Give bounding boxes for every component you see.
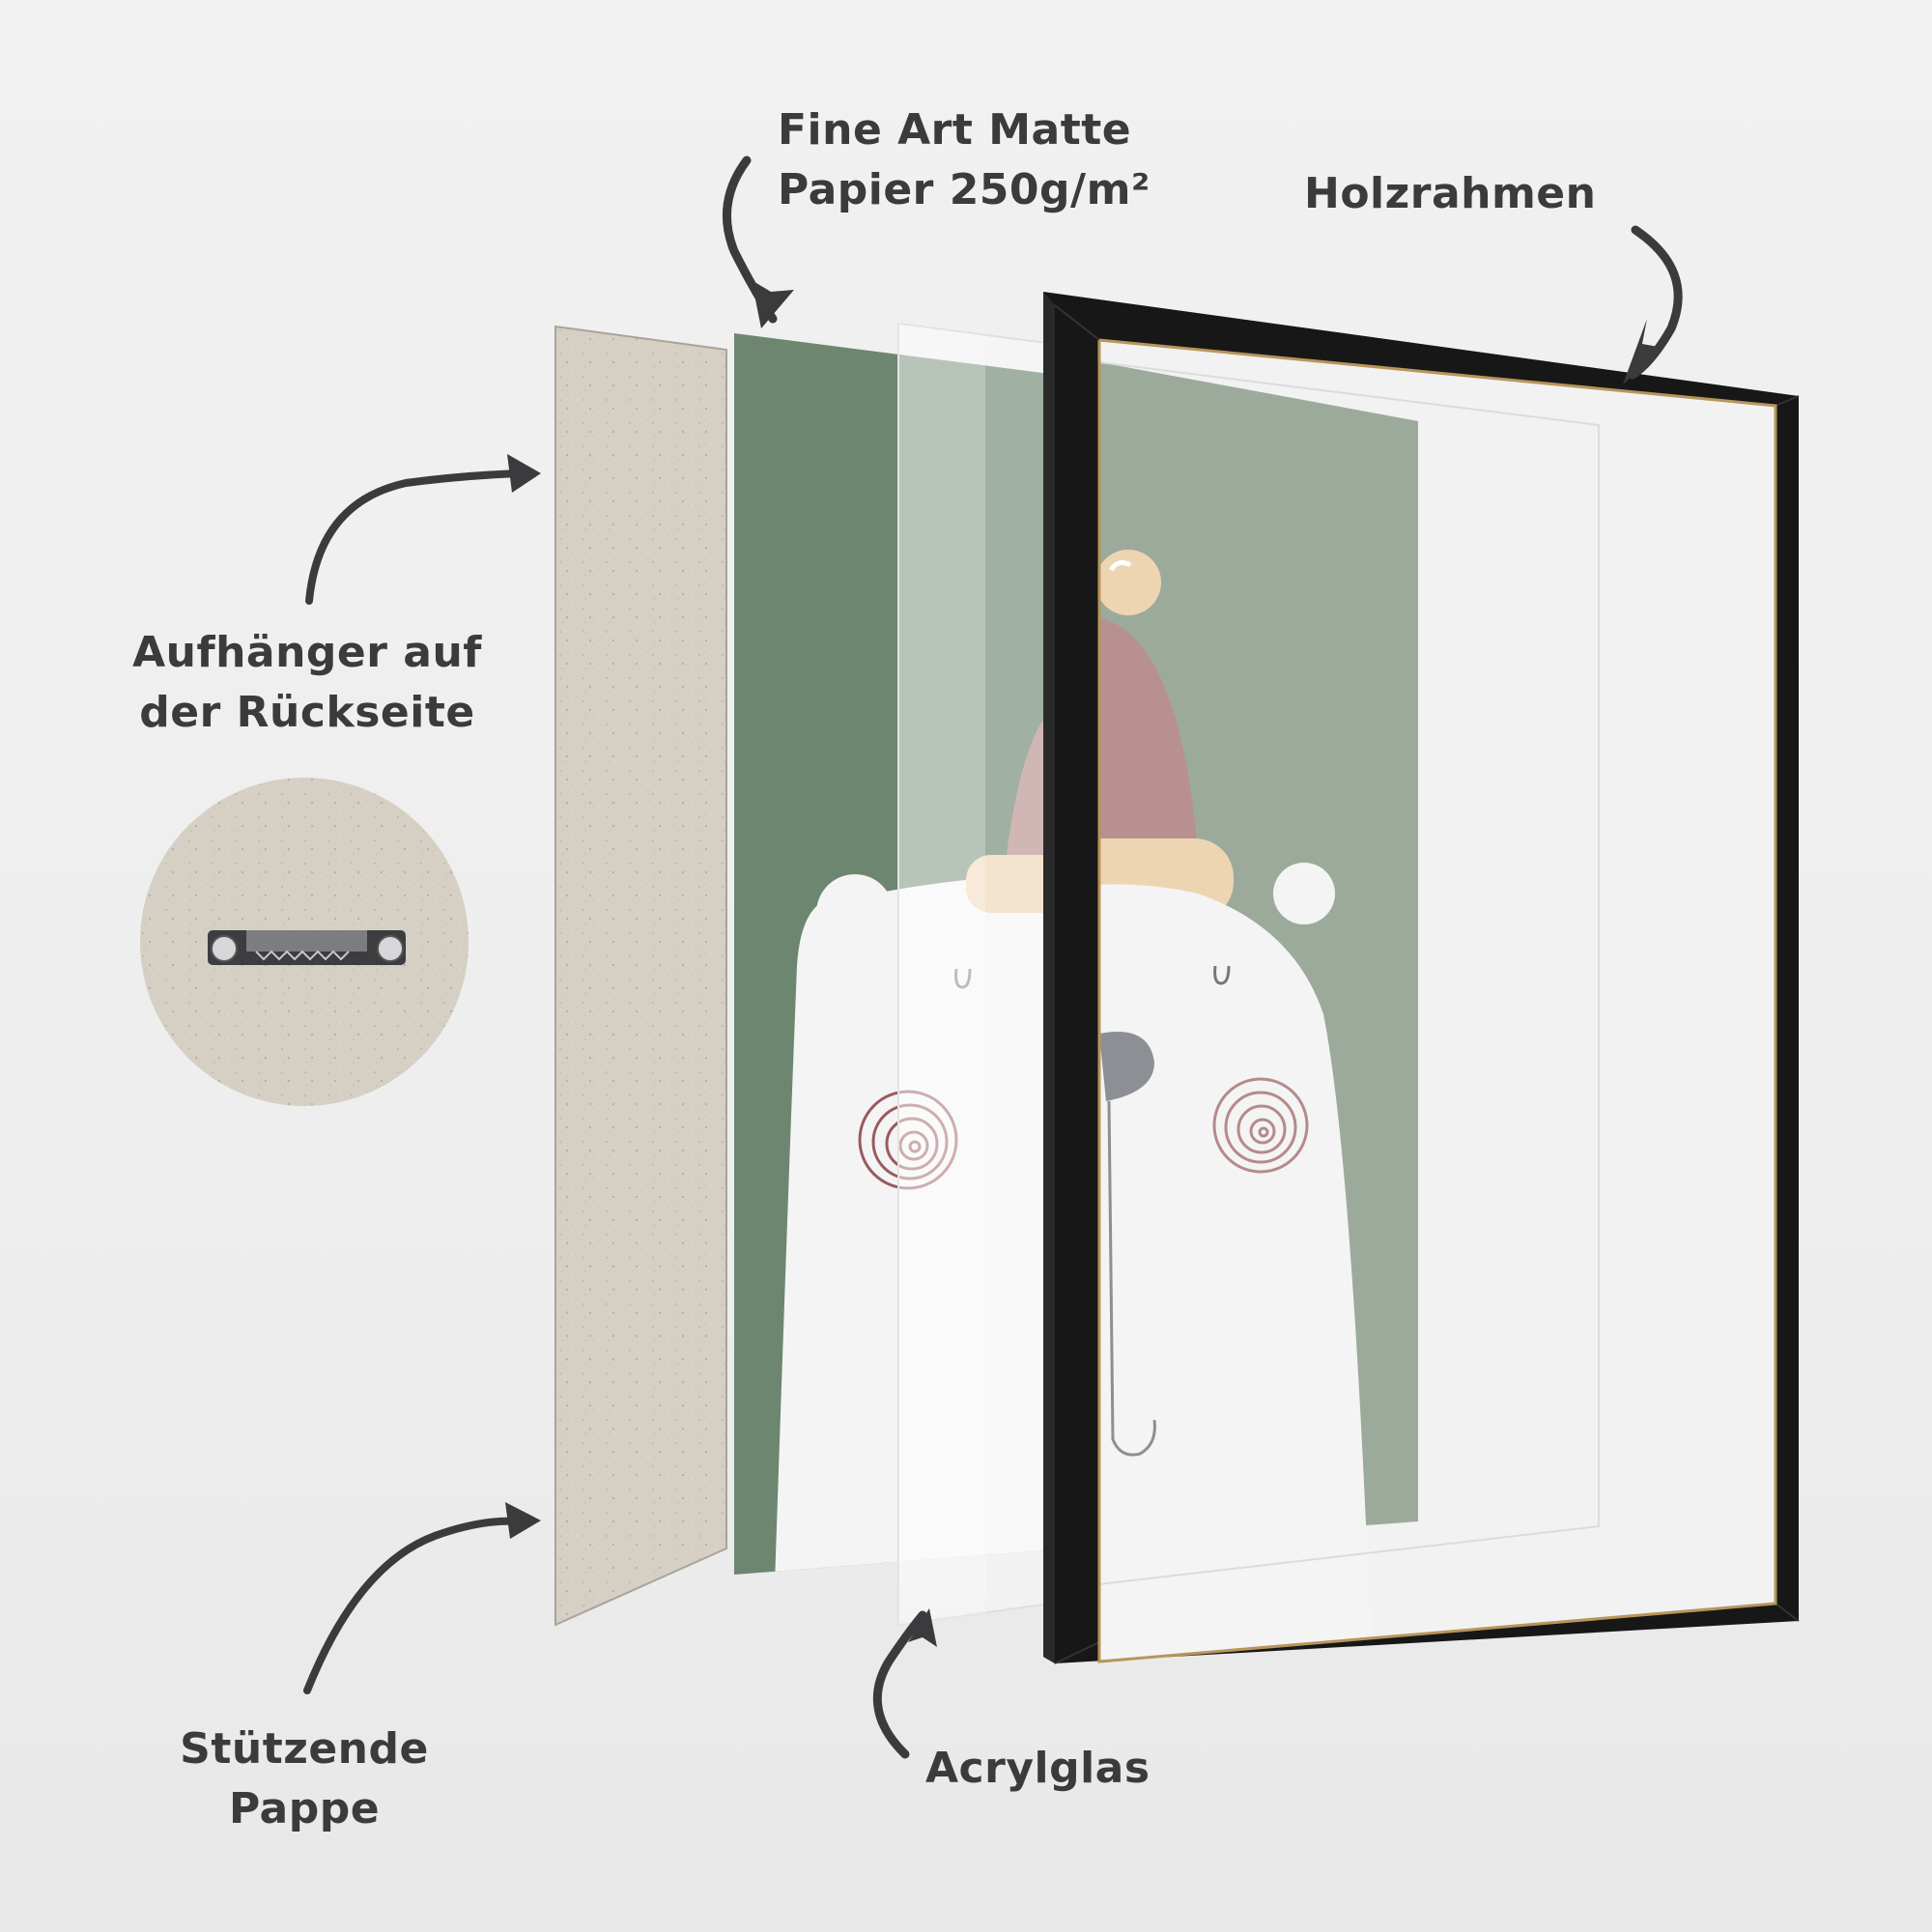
label-wooden-frame-line1: Holzrahmen [1304,169,1597,218]
label-backing-cardboard: Stützende Pappe [159,1719,449,1839]
label-acrylic-glass-line1: Acrylglas [925,1744,1151,1793]
label-fine-art-paper: Fine Art Matte Papier 250g/m² [778,100,1151,220]
curved-arrow-to-backing [303,1517,526,1694]
label-backing-line1: Stützende [180,1724,429,1774]
curved-arrow-to-glass [872,1610,927,1759]
curved-arrow-to-hanger-board [305,469,526,605]
label-hanger: Aufhänger auf der Rückseite [114,623,500,743]
label-wooden-frame: Holzrahmen [1304,164,1596,224]
label-fine-art-paper-line2: Papier 250g/m² [778,165,1151,214]
label-acrylic-glass: Acrylglas [925,1739,1151,1799]
black-wooden-frame [1043,292,1800,1664]
hanger-detail-circle [140,778,469,1106]
label-hanger-line1: Aufhänger auf [132,628,482,677]
label-hanger-line2: der Rückseite [139,688,475,737]
framed-print-interior [1099,340,1776,1662]
backing-cardboard [554,325,727,1627]
label-backing-line2: Pappe [228,1784,381,1833]
sawtooth-hanger-icon [208,930,406,965]
label-fine-art-paper-line1: Fine Art Matte [778,105,1132,155]
